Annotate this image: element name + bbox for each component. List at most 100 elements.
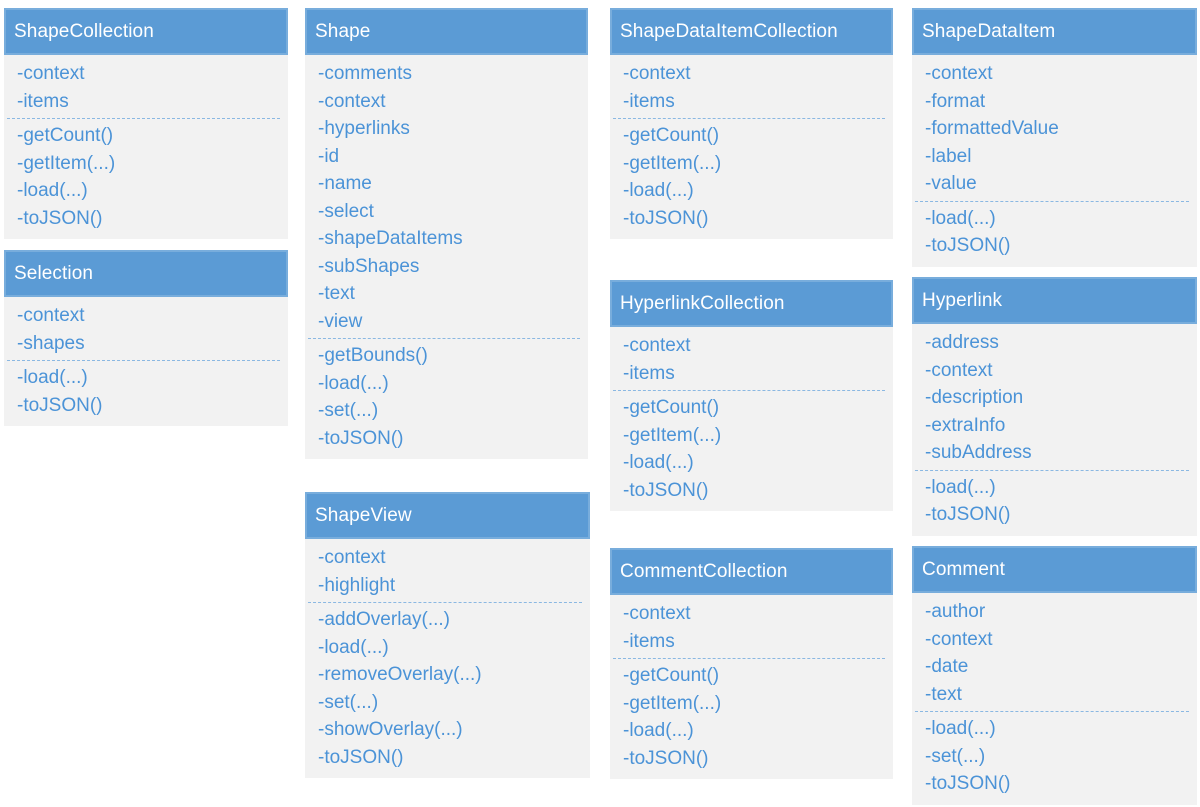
method-item: -toJSON() (17, 207, 103, 229)
attribute-item: -context (318, 547, 386, 568)
attribute-item: -description (925, 387, 1024, 408)
class-box-shapedataitemcollection: ShapeDataItemCollection -context -items -ge… (610, 8, 893, 239)
class-box-hyperlink: Hyperlink-address-context-description-ex… (912, 277, 1197, 536)
attributes-methods-divider (7, 118, 280, 119)
method-item: -getItem(...) (623, 424, 722, 446)
method-item: -showOverlay(...) (318, 719, 463, 740)
attribute-item: -shapes (17, 332, 85, 354)
class-name: Comment (922, 559, 1006, 580)
method-item: -getItem(...) (623, 152, 722, 174)
class-box-body: -context -shapes -load(...) -toJSON() (4, 297, 288, 426)
method-item: -removeOverlay(...) (318, 664, 482, 685)
class-box-commentcollection: CommentCollection -context -items -getCount… (610, 548, 893, 779)
method-item: -toJSON() (925, 504, 1011, 525)
attribute-item: -extraInfo (925, 414, 1006, 436)
attribute-item: -formattedValue (925, 118, 1059, 139)
class-box-selection: Selection -context -shapes -load(...) -toJSO… (4, 250, 288, 426)
attribute-item: -items (17, 90, 69, 112)
method-item: -load(...) (623, 720, 694, 741)
attribute-item: -items (623, 630, 675, 652)
class-name: HyperlinkCollection (620, 293, 785, 314)
attribute-item: -highlight (318, 574, 396, 596)
attribute-item: -format (925, 90, 986, 112)
method-item: -getCount() (623, 125, 720, 146)
attribute-item: -context (623, 63, 691, 84)
class-name: CommentCollection (620, 561, 788, 582)
class-box-header: ShapeDataItemCollection (610, 8, 893, 55)
class-name: ShapeDataItemCollection (620, 21, 838, 42)
method-item: -getCount() (17, 125, 114, 146)
attribute-item: -comments (318, 63, 412, 84)
class-box-header: Selection (4, 250, 288, 297)
method-item: -load(...) (318, 636, 389, 658)
attribute-item: -subAddress (925, 442, 1032, 463)
class-box-shapecollection: ShapeCollection-context-items-getCount()… (4, 8, 288, 239)
attribute-item: -context (17, 305, 85, 326)
attributes-methods-divider (613, 118, 885, 119)
class-box-body: -context -items -getCount() -getItem(...) -l… (610, 55, 893, 239)
method-item: -set(...) (318, 400, 379, 421)
method-item: -load(...) (925, 207, 996, 229)
class-box-header: ShapeCollection (4, 8, 288, 55)
attribute-item: -context (623, 603, 691, 624)
attributes-methods-divider (613, 658, 885, 659)
method-item: -toJSON() (17, 394, 103, 416)
method-item: -toJSON() (623, 207, 709, 229)
method-item: -load(...) (17, 367, 88, 388)
class-box-body: -context -highlight -addOverlay(...) -load(… (305, 539, 590, 778)
attribute-item: -items (623, 362, 675, 384)
class-box-header: HyperlinkCollection (610, 280, 893, 327)
attribute-item: -subShapes (318, 255, 420, 277)
attribute-item: -author (925, 601, 986, 622)
attribute-item: -shapeDataItems (318, 228, 463, 249)
attribute-item: -name (318, 173, 372, 194)
method-item: -addOverlay(...) (318, 609, 450, 630)
class-box-body: -context -format -formattedValue -label -val… (912, 55, 1197, 267)
attributes-methods-divider (308, 338, 580, 339)
attribute-item: -context (925, 628, 993, 650)
method-item: -load(...) (17, 180, 88, 201)
attribute-item: -id (318, 145, 340, 167)
attribute-item: -context (925, 63, 993, 84)
method-item: -toJSON() (925, 773, 1011, 794)
attribute-item: -context (925, 359, 993, 381)
class-box-header: CommentCollection (610, 548, 893, 595)
attributes-methods-divider (915, 711, 1189, 712)
method-item: -load(...) (925, 476, 996, 498)
method-item: -load(...) (623, 180, 694, 201)
method-item: -toJSON() (623, 479, 709, 501)
class-name: ShapeView (315, 505, 412, 526)
class-name: ShapeCollection (14, 21, 154, 42)
attributes-methods-divider (915, 469, 1189, 471)
method-item: -set(...) (318, 691, 379, 713)
class-box-shapedataitem: ShapeDataItem-context-format-formattedVa… (912, 8, 1197, 267)
method-item: -toJSON() (318, 427, 404, 449)
class-box-body: -comments-context-hyperlinks-id-name-sel… (305, 55, 588, 459)
attribute-item: -value (925, 173, 977, 194)
method-item: -load(...) (318, 372, 389, 394)
method-item: -getItem(...) (17, 152, 116, 174)
attribute-item: -text (318, 283, 355, 304)
method-item: -toJSON() (925, 235, 1011, 256)
attribute-item: -text (925, 683, 962, 705)
class-name: Hyperlink (922, 290, 1003, 311)
class-box-body: -author-context-date-text-load(...)-set(… (912, 593, 1197, 805)
method-item: -load(...) (925, 718, 996, 739)
attribute-item: -hyperlinks (318, 118, 410, 139)
attribute-item: -view (318, 310, 363, 332)
method-item: -toJSON() (318, 746, 404, 768)
class-box-body: -context-items-getCount()-getItem(...)-l… (4, 55, 288, 239)
method-item: -getCount() (623, 665, 720, 686)
class-box-comment: Comment-author-context-date-text-load(..… (912, 546, 1197, 805)
method-item: -getCount() (623, 397, 720, 418)
method-item: -getBounds() (318, 345, 428, 366)
method-item: -toJSON() (623, 747, 709, 769)
attribute-item: -label (925, 145, 972, 167)
attribute-item: -select (318, 200, 374, 222)
class-box-body: -context-items-getCount()-getItem(...)-l… (610, 595, 893, 779)
attributes-methods-divider (7, 360, 280, 361)
class-box-header: Hyperlink (912, 277, 1197, 324)
class-box-body: -address-context-description-extraInfo-s… (912, 324, 1197, 536)
attribute-item: -items (623, 90, 675, 112)
class-box-shapeview: ShapeView -context -highlight -addOverlay(.… (305, 492, 590, 778)
